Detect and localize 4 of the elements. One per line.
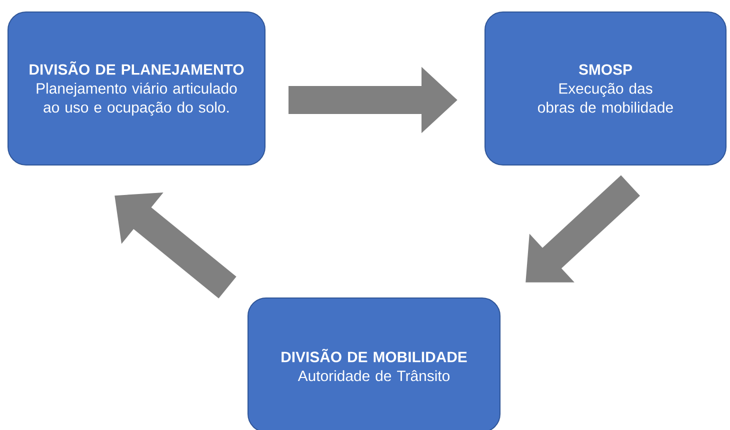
process-box: DIVISÃO DE PLANEJAMENTO Planejamento viário articulado ao uso e ocupação do solo.: [8, 12, 266, 166]
process-box: SMOSP Execução das obras de mobilidade: [484, 12, 726, 166]
process-box: DIVISÃO DE MOBILIDADE Autoridade de Trânsito: [248, 298, 500, 430]
block-arrow: [526, 175, 640, 282]
